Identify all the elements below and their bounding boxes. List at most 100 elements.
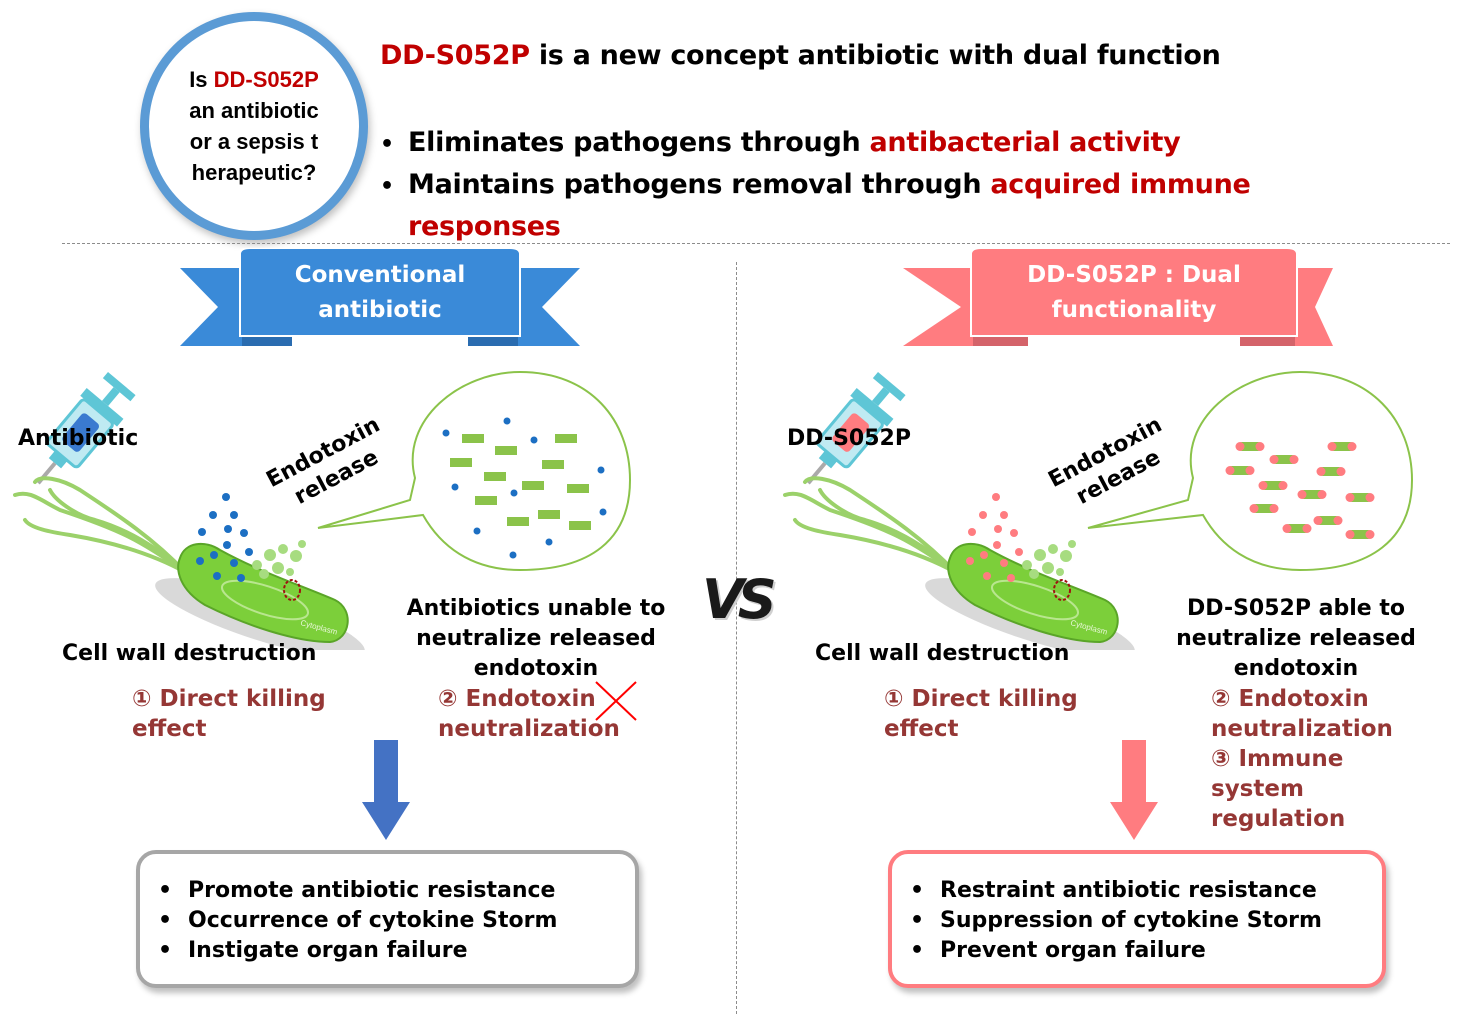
headline: DD-S052P is a new concept antibiotic wit… bbox=[380, 40, 1221, 71]
effect-line: ① Direct killing bbox=[884, 686, 1078, 712]
result-text: Suppression of cytokine Storm bbox=[940, 908, 1322, 933]
ribbon-body bbox=[239, 248, 521, 337]
caption-right: DD-S052P able to neutralize released end… bbox=[1170, 594, 1422, 684]
question-circle: Is DD-S052P an antibiotic or a sepsis t … bbox=[140, 12, 368, 240]
result-text: Prevent organ failure bbox=[940, 938, 1206, 963]
syringe-liquid bbox=[832, 413, 870, 452]
result-list: • Promote antibiotic resistance • Occurren… bbox=[140, 854, 635, 966]
antibiotic-particles bbox=[196, 493, 253, 582]
bullet-dot: • bbox=[158, 878, 173, 903]
neutralized-endotoxin-rods bbox=[1225, 442, 1375, 539]
question-line: or a sepsis t bbox=[189, 129, 319, 154]
syringe-label-right: DD-S052P bbox=[787, 426, 911, 451]
ribbon-tail-right bbox=[518, 268, 580, 346]
question-line: herapeutic? bbox=[191, 160, 317, 185]
syringe-icon bbox=[36, 372, 136, 485]
question-line: an antibiotic bbox=[189, 98, 319, 123]
left-illustration: Cytoplasm bbox=[13, 370, 632, 650]
cell-label-right: Cell wall destruction bbox=[815, 641, 1070, 666]
bullet-antibacterial: • Eliminates pathogens through antibacter… bbox=[380, 127, 1181, 158]
result-list: • Restraint antibiotic resistance • Suppre… bbox=[892, 854, 1382, 966]
bullet-dot: • bbox=[158, 908, 173, 933]
right-illustration: Cytoplasm bbox=[783, 370, 1414, 650]
caption-line: Antibiotics unable to bbox=[406, 596, 666, 621]
antibiotic-dots bbox=[442, 417, 607, 559]
effect-line: ② Endotoxin bbox=[438, 686, 596, 712]
effect-line: ③ Immune bbox=[1211, 746, 1344, 772]
bullet-dot: • bbox=[910, 878, 925, 903]
cell-label-left: Cell wall destruction bbox=[62, 641, 317, 666]
flagella bbox=[13, 476, 187, 574]
effect-direct-killing-left: ① Direct killing effect bbox=[132, 684, 326, 744]
question-text: Is DD-S052P an antibiotic or a sepsis t … bbox=[169, 64, 339, 188]
effect-line: system bbox=[1211, 776, 1304, 802]
caption-line: endotoxin bbox=[473, 656, 599, 681]
result-box-left: • Promote antibiotic resistance • Occurren… bbox=[136, 850, 639, 988]
effect-line: regulation bbox=[1211, 806, 1346, 832]
effect-list-right: ② Endotoxin neutralization ③ Immune syst… bbox=[1211, 684, 1393, 834]
magnify-bubble bbox=[317, 370, 632, 572]
effect-line: neutralization bbox=[1211, 716, 1393, 742]
effect-line: effect bbox=[884, 716, 959, 742]
endotoxin-fragments bbox=[1022, 540, 1076, 579]
down-arrow-left bbox=[362, 740, 410, 840]
result-text: Instigate organ failure bbox=[188, 938, 468, 963]
bullet-dot: • bbox=[910, 938, 925, 963]
bullet-highlight: antibacterial activity bbox=[869, 127, 1181, 158]
plasmid bbox=[283, 579, 301, 601]
ribbon-line: DD-S052P : Dual bbox=[1027, 262, 1241, 288]
ribbon-line: antibiotic bbox=[318, 297, 442, 323]
headline-drug-name: DD-S052P bbox=[380, 40, 530, 71]
syringe-label-left: Antibiotic bbox=[18, 426, 139, 451]
caption-line: DD-S052P able to bbox=[1187, 596, 1405, 621]
caption-line: neutralize released bbox=[1176, 626, 1416, 651]
result-box-right: • Restraint antibiotic resistance • Suppre… bbox=[888, 850, 1386, 988]
ribbon-tail-right bbox=[1295, 268, 1333, 346]
down-arrow-right bbox=[1110, 740, 1158, 840]
result-text: Restraint antibiotic resistance bbox=[940, 878, 1317, 903]
bullet-dot: • bbox=[910, 908, 925, 933]
vs-label: VS bbox=[702, 568, 777, 631]
ribbon-banner-left bbox=[180, 248, 580, 346]
result-item: • Promote antibiotic resistance bbox=[158, 876, 635, 906]
result-text: Promote antibiotic resistance bbox=[188, 878, 556, 903]
endotoxin-rods bbox=[450, 434, 591, 530]
ribbon-tail-left bbox=[903, 268, 973, 346]
vertical-divider bbox=[736, 262, 737, 1014]
effect-line: ① Direct killing bbox=[132, 686, 326, 712]
effect-line: neutralization bbox=[438, 716, 620, 742]
bullet-dot: • bbox=[158, 938, 173, 963]
effect-line: ② Endotoxin bbox=[1211, 686, 1369, 712]
question-prefix: Is bbox=[189, 67, 214, 92]
ribbon-body bbox=[970, 248, 1298, 337]
syringe-icon bbox=[806, 372, 906, 485]
cross-icon bbox=[595, 681, 637, 721]
bullet-highlight: acquired immune bbox=[990, 169, 1251, 200]
ribbon-line: Conventional bbox=[294, 262, 466, 288]
endotoxin-fragments bbox=[252, 540, 306, 579]
ribbon-title-left: Conventional antibiotic bbox=[240, 258, 520, 328]
bullet-immune: •Maintains pathogens removal through acq… bbox=[380, 169, 1251, 200]
horizontal-divider bbox=[62, 243, 1450, 244]
plasmid bbox=[1053, 579, 1071, 601]
bullet-immune-continuation: responses bbox=[408, 211, 561, 242]
ribbon-tail-left bbox=[180, 268, 242, 346]
flagella bbox=[783, 476, 957, 574]
headline-text: is a new concept antibiotic with dual fu… bbox=[529, 40, 1221, 71]
result-item: • Occurrence of cytokine Storm bbox=[158, 906, 635, 936]
effect-endotoxin-neutralization-left: ② Endotoxin neutralization bbox=[438, 684, 620, 744]
caption-line: neutralize released bbox=[416, 626, 656, 651]
result-item: • Restraint antibiotic resistance bbox=[910, 876, 1382, 906]
effect-direct-killing-right: ① Direct killing effect bbox=[884, 684, 1078, 744]
bullet-dot: • bbox=[380, 132, 394, 157]
caption-left: Antibiotics unable to neutralize release… bbox=[400, 594, 672, 684]
ribbon-line: functionality bbox=[1051, 297, 1217, 323]
ribbon-title-right: DD-S052P : Dual functionality bbox=[971, 258, 1297, 328]
bullet-dot: • bbox=[380, 174, 394, 199]
effect-line: effect bbox=[132, 716, 207, 742]
drug-particles bbox=[966, 493, 1023, 582]
dna-coil bbox=[990, 579, 1080, 621]
result-text: Occurrence of cytokine Storm bbox=[188, 908, 558, 933]
bullet-text: Eliminates pathogens through bbox=[408, 127, 870, 158]
syringe-liquid bbox=[62, 413, 100, 452]
